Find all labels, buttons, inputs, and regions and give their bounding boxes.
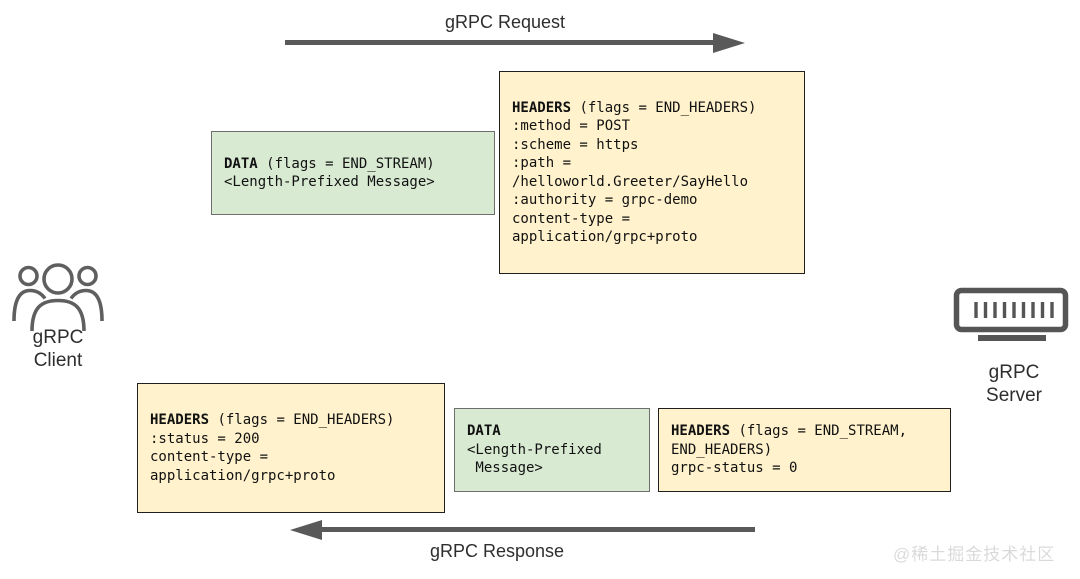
frame-line: <Length-Prefixed (467, 441, 602, 458)
frame-keyword: DATA (224, 155, 258, 172)
frame-line: :authority = grpc-demo (512, 192, 698, 208)
frame-title-line: HEADERS (flags = END_STREAM, (671, 422, 907, 441)
frame-title-line: DATA (flags = END_STREAM) (224, 155, 435, 174)
frame-line: grpc-status = 0 (671, 460, 798, 477)
grpc-client-label-line2: Client (33, 350, 83, 371)
frame-flags: (flags = END_STREAM) (257, 155, 435, 172)
response-arrow-label: gRPC Response (429, 541, 565, 561)
grpc-client-label-line1: gRPC (32, 327, 84, 348)
frame-line: Message> (467, 460, 543, 477)
frame-flags: (flags = END_HEADERS) (571, 99, 757, 116)
request-arrow-label: gRPC Request (444, 12, 566, 32)
frame-request-data: DATA (flags = END_STREAM) <Length-Prefix… (211, 131, 495, 215)
frame-line: :status = 200 (150, 430, 260, 447)
frame-keyword: HEADERS (150, 412, 210, 428)
frame-title-line: HEADERS (flags = END_HEADERS) (512, 99, 756, 118)
frame-response-data: DATA <Length-Prefixed Message> (454, 408, 650, 492)
frame-title-line: HEADERS (flags = END_HEADERS) (150, 411, 394, 430)
response-arrowhead-icon (290, 520, 322, 540)
frame-request-headers: HEADERS (flags = END_HEADERS) :method = … (499, 71, 805, 274)
frame-response-headers: HEADERS (flags = END_HEADERS) :status = … (137, 383, 445, 513)
frame-keyword: DATA (467, 423, 501, 440)
frame-title-line: DATA (467, 422, 602, 441)
frame-response-trailers: HEADERS (flags = END_STREAM, END_HEADERS… (658, 408, 951, 492)
frame-line: :path = (512, 155, 572, 171)
request-arrow-shaft (285, 40, 715, 45)
watermark: @稀土掘金技术社区 (893, 545, 1056, 564)
frame-flags: (flags = END_STREAM, (730, 423, 908, 440)
frame-flags: (flags = END_HEADERS) (209, 412, 395, 428)
people-group-icon (12, 263, 104, 332)
frame-line: <Length-Prefixed Message> (224, 174, 435, 190)
frame-line: :method = POST (512, 118, 631, 134)
frame-line: content-type = (150, 449, 269, 465)
server-icon (953, 287, 1069, 341)
frame-line: application/grpc+proto (150, 467, 336, 484)
frame-line: /helloworld.Greeter/SayHello (512, 173, 749, 190)
frame-line: content-type = (512, 210, 631, 227)
grpc-server-label-line2: Server (986, 385, 1042, 406)
response-arrow-shaft (322, 527, 755, 532)
grpc-server-label-line1: gRPC (988, 362, 1040, 383)
frame-line: application/grpc+proto (512, 229, 698, 245)
frame-line: :scheme = https (512, 136, 639, 153)
frame-line: END_HEADERS) (671, 441, 773, 458)
request-arrowhead-icon (713, 33, 745, 53)
frame-keyword: HEADERS (671, 423, 731, 440)
frame-keyword: HEADERS (512, 99, 572, 116)
